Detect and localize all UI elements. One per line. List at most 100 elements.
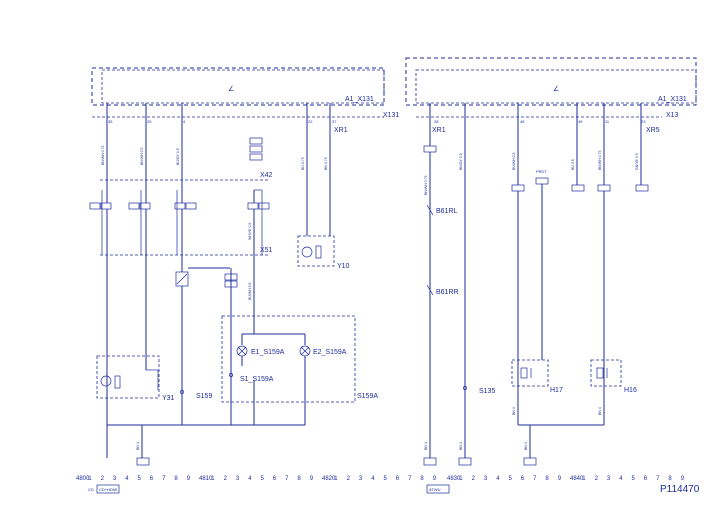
ruler-mark: 8 — [668, 476, 672, 482]
b61rr-label: B61RR — [436, 289, 459, 296]
ruler-mark: 4830 — [447, 476, 461, 482]
right-module: ∠ A1_X131 X13 — [405, 57, 697, 119]
svg-text:PRDT: PRDT — [536, 169, 547, 174]
ruler-mark: 2 — [224, 476, 228, 482]
ruler-mark: 9 — [433, 476, 437, 482]
svg-text:49: 49 — [578, 119, 583, 124]
left-module-label: A1_X131 — [345, 96, 374, 103]
svg-text:BN 0.75: BN 0.75 — [324, 157, 328, 170]
h16-label: H16 — [624, 387, 637, 394]
e2-label: E2_S159A — [313, 349, 347, 356]
svg-text:4: 4 — [183, 119, 186, 124]
xr1-left-label: XR1 — [334, 127, 348, 134]
ruler-right-tag: ATWU — [429, 487, 441, 492]
svg-text:BU 0.75: BU 0.75 — [301, 157, 305, 170]
right-top-pins: 28 48 49 11 23 — [434, 119, 646, 124]
e1-label: E1_S159A — [251, 349, 285, 356]
x51-label: X51 — [260, 247, 273, 254]
ruler-mark: 3 — [113, 476, 117, 482]
ruler-mark: 9 — [681, 476, 685, 482]
ground-wire-labels: BN 4 BN 4 BN 4 BN 4 BN 4 BN 4 — [136, 407, 602, 450]
svg-text:WH/YE 0.5: WH/YE 0.5 — [248, 223, 252, 240]
ruler-mark: 1 — [459, 476, 463, 482]
xr1-right-label: XR1 — [432, 127, 446, 134]
svg-text:28: 28 — [434, 119, 439, 124]
ruler-mark: 9 — [187, 476, 191, 482]
ruler-mark: 4800 — [76, 476, 90, 482]
s135-label: S135 — [479, 388, 495, 395]
ruler-mark: 2 — [595, 476, 599, 482]
svg-text:BN/WH 0.75: BN/WH 0.75 — [598, 150, 602, 170]
left-module-connector: X131 — [383, 112, 399, 119]
ruler-mark: 8 — [174, 476, 178, 482]
right-wire-labels: BN/WH 0.75 BN/GY 0.5 BU/WH 0.5 BU 0.5 BN… — [424, 150, 639, 195]
ruler-mark: 2 — [472, 476, 476, 482]
s159a-label: S159A — [357, 393, 378, 400]
ruler-mark: 6 — [644, 476, 648, 482]
left-module: ∠ A1_X131 X131 — [91, 67, 399, 119]
y31-label: Y31 — [162, 395, 175, 402]
ruler-mark: 6 — [521, 476, 525, 482]
svg-text:BU/WH 0.5: BU/WH 0.5 — [248, 282, 252, 300]
svg-text:BU/GY 0.5: BU/GY 0.5 — [176, 148, 180, 165]
right-wiring: PRDT B61RL B61RR S135 H17 H16 — [423, 103, 649, 466]
ruler-mark: 3 — [484, 476, 488, 482]
ruler-mark: 4 — [371, 476, 375, 482]
s159-label: S159 — [196, 393, 212, 400]
left-top-pins: 35 25 4 22 37 — [108, 119, 337, 124]
ruler-left-tag: CD+HDMI — [99, 487, 117, 492]
ruler-mark: 3 — [607, 476, 611, 482]
ruler-mark: 1 — [88, 476, 92, 482]
page-id: P114470 — [660, 484, 700, 495]
svg-text:BU 0.5: BU 0.5 — [571, 159, 575, 170]
svg-text:BN 4: BN 4 — [424, 442, 428, 450]
x42-label: X42 — [260, 172, 273, 179]
ruler-mark: 5 — [632, 476, 636, 482]
ruler-mark: 4840 — [570, 476, 584, 482]
ruler-mark: 8 — [420, 476, 424, 482]
ruler-mark: 7 — [162, 476, 166, 482]
ruler-mark: 4820 — [322, 476, 336, 482]
ruler-mark: 6 — [150, 476, 154, 482]
ruler-mark: 7 — [533, 476, 537, 482]
ruler-mark: 5 — [509, 476, 513, 482]
ruler-mark: 8 — [297, 476, 301, 482]
h17-label: H17 — [550, 387, 563, 394]
right-module-label: A1_X131 — [658, 96, 687, 103]
ruler-mark: 1 — [211, 476, 215, 482]
ruler-mark: 1 — [582, 476, 586, 482]
ruler-mark: 6 — [396, 476, 400, 482]
s1-label: S1_S159A — [240, 376, 274, 383]
left-module-symbol: ∠ — [228, 85, 234, 93]
left-wiring: X42 X51 Y31 — [89, 103, 378, 466]
svg-text:BN 4: BN 4 — [598, 407, 602, 415]
svg-text:23: 23 — [641, 119, 646, 124]
svg-text:22: 22 — [308, 119, 313, 124]
svg-text:BN 4: BN 4 — [512, 407, 516, 415]
svg-text:BN/WH 0.75: BN/WH 0.75 — [101, 145, 105, 165]
ruler-mark: 5 — [261, 476, 265, 482]
ruler-mark: 7 — [656, 476, 660, 482]
ruler-mark: 5 — [138, 476, 142, 482]
right-module-connector: X13 — [666, 112, 679, 119]
ruler-mark: 2 — [347, 476, 351, 482]
ruler-mark: 1 — [334, 476, 338, 482]
ruler-mark: 4810 — [199, 476, 213, 482]
xr5-label: XR5 — [646, 127, 660, 134]
ruler-mark: 2 — [101, 476, 105, 482]
svg-text:11: 11 — [605, 119, 610, 124]
ruler-mark: 7 — [408, 476, 412, 482]
svg-text:GN/YE 0.5: GN/YE 0.5 — [635, 153, 639, 170]
svg-text:48: 48 — [520, 119, 525, 124]
ruler-mark: 4 — [496, 476, 500, 482]
ruler-mark: 4 — [248, 476, 252, 482]
ruler-mark: 3 — [236, 476, 240, 482]
svg-text:BN/WH 0.5: BN/WH 0.5 — [140, 147, 144, 165]
ruler-left-tag-prefix: CD — [88, 487, 94, 492]
svg-text:BN 4: BN 4 — [524, 442, 528, 450]
ruler-mark: 3 — [359, 476, 363, 482]
ruler-mark: 8 — [545, 476, 549, 482]
